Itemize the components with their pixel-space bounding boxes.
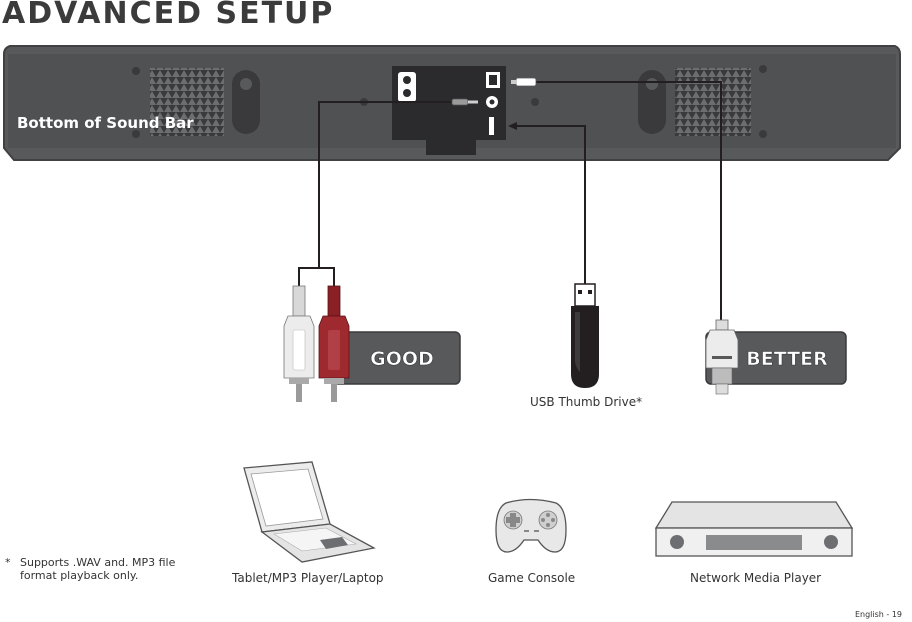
media-player-illustration <box>654 501 854 557</box>
wall-mount-right <box>638 70 666 134</box>
rca-white-plug <box>283 285 315 402</box>
page-title: ADVANCED SETUP <box>2 0 335 31</box>
rca-red-plug <box>318 285 350 402</box>
laptop-illustration <box>243 461 376 563</box>
network-media-player-label: Network Media Player <box>690 571 822 585</box>
game-console-label: Game Console <box>488 571 576 585</box>
grill-left <box>150 68 224 136</box>
footnote-text: Supports .WAV and. MP3 file format playb… <box>20 556 176 582</box>
cables <box>298 81 722 322</box>
soundbar-label: Bottom of Sound Bar <box>17 114 194 132</box>
usb-port <box>489 117 494 135</box>
usb-thumb-drive-label: USB Thumb Drive* <box>530 395 643 409</box>
usb-thumb-drive <box>571 283 599 388</box>
better-label: BETTER <box>746 348 828 370</box>
game-controller-illustration <box>495 498 567 553</box>
page-number: English - 19 <box>854 610 902 619</box>
wall-mount-left <box>232 70 260 134</box>
good-label: GOOD <box>370 348 434 370</box>
optical-cable-plug <box>705 319 739 395</box>
power-port <box>398 72 416 102</box>
grill-right <box>675 68 751 136</box>
footnote-marker: * <box>5 556 11 569</box>
aux-plug <box>451 98 478 106</box>
laptop-label: Tablet/MP3 Player/Laptop <box>232 571 384 585</box>
optical-plug <box>511 77 537 87</box>
